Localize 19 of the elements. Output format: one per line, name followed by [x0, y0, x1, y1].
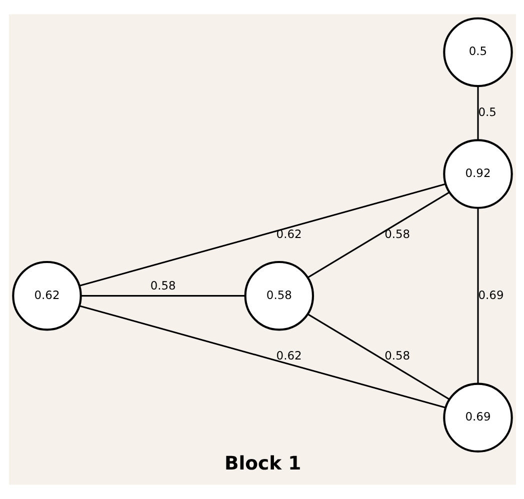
node-circle: 0.69: [442, 382, 512, 452]
edge-label: 0.58: [150, 278, 176, 292]
node-circle: 0.5: [442, 17, 512, 88]
connector: [80, 295, 245, 297]
edge-label: 0.5: [478, 105, 496, 120]
connector: [307, 314, 450, 400]
connector: [476, 208, 478, 384]
connector: [476, 86, 478, 140]
node-circle: 0.58: [244, 260, 314, 331]
edge-label: 0.58: [384, 348, 410, 363]
connector: [78, 305, 446, 408]
node-circle: 0.92: [442, 139, 512, 209]
edge-label: 0.62: [276, 348, 302, 363]
connector: [78, 183, 446, 287]
edge-label: 0.69: [478, 288, 504, 302]
edge-label: 0.58: [384, 226, 410, 241]
node-circle: 0.62: [12, 260, 82, 331]
caption: Block 1: [224, 454, 301, 475]
connector: [306, 192, 449, 278]
